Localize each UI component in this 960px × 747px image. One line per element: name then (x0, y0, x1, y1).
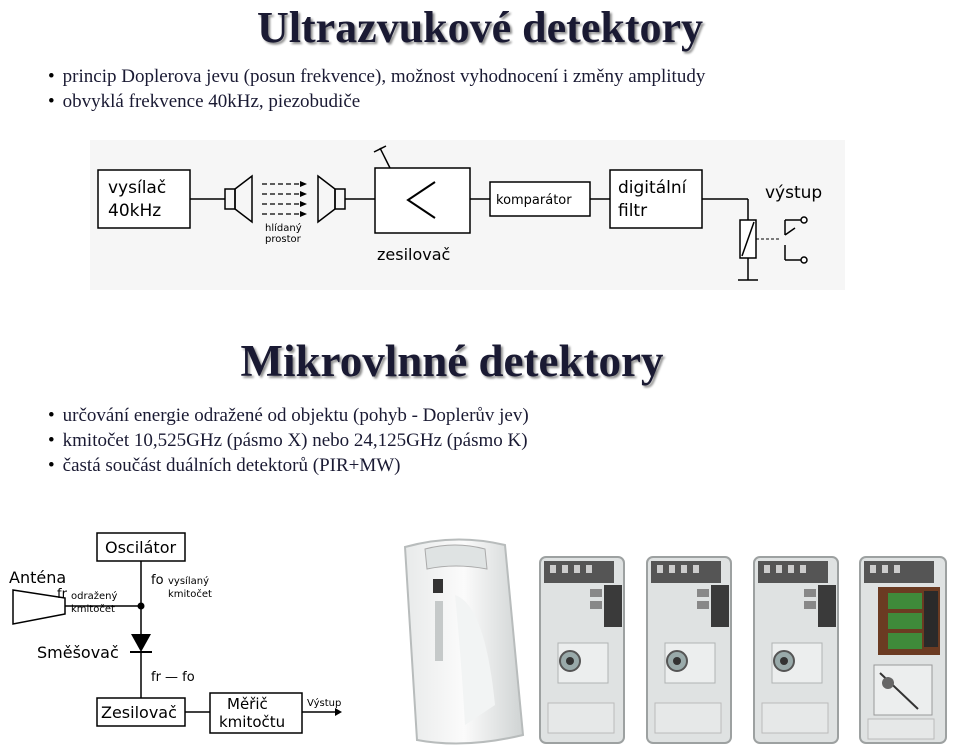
reflected-freq-label-1: odražený (71, 590, 117, 602)
bullet-item: určování energie odražené od objektu (po… (48, 403, 529, 428)
amplifier-box (374, 167, 471, 234)
microwave-block-diagram: Oscilátor Anténa fr odražený kmitočet fo… (9, 532, 342, 734)
digital-filter-label-2: filtr (618, 201, 647, 221)
sent-freq-label-2: kmitočet (168, 588, 212, 600)
transmitter-label-1: vysílač (108, 178, 166, 198)
title-microwave-detectors: Mikrovlnné detektory (240, 336, 664, 386)
title-ultrasonic-detectors: Ultrazvukové detektory (256, 3, 703, 52)
meter-label-2: kmitočtu (219, 713, 285, 731)
frequency-meter-box (209, 692, 303, 734)
bullet-item: obvyklá frekvence 40kHz, piezobudiče (48, 89, 705, 114)
microwave-bullet-list: určování energie odražené od objektu (po… (48, 403, 529, 478)
microwave-detector-housing-image (403, 538, 525, 745)
output-contacts-icon (784, 216, 808, 264)
detector-board-image-2 (646, 556, 732, 744)
reflected-freq-label-2: kmitočet (71, 603, 115, 615)
ultrasonic-block-diagram: vysílač 40kHz hlídaný prostor zesilovač … (90, 140, 845, 290)
bullet-item: kmitočet 10,525GHz (pásmo X) nebo 24,125… (48, 428, 529, 453)
speaker-icon (224, 174, 253, 224)
ultrasonic-bullet-list: princip Doplerova jevu (posun frekvence)… (48, 64, 706, 114)
amplifier-box (96, 697, 186, 727)
comparator-label: komparátor (496, 193, 572, 208)
output-label: Výstup (307, 697, 341, 709)
detector-board-image-3 (753, 556, 839, 744)
sent-freq-label-1: vysílaný (168, 575, 209, 587)
meter-label-1: Měřič (227, 695, 268, 713)
difference-label: fr — fo (151, 670, 195, 685)
mixer-label: Směšovač (37, 643, 119, 662)
digital-filter-box (609, 169, 703, 229)
detector-board-image-1 (539, 556, 625, 744)
output-label: výstup (765, 183, 822, 203)
bullet-item: princip Doplerova jevu (posun frekvence)… (48, 64, 706, 89)
f0-symbol: fo (151, 573, 164, 588)
transmitter-label-2: 40kHz (108, 201, 161, 221)
guarded-space-label-1: hlídaný (265, 222, 302, 234)
transmitter-box (97, 169, 191, 229)
digital-filter-label-1: digitální (618, 178, 688, 198)
relay-icon (738, 219, 758, 281)
diode-icon (130, 634, 152, 653)
antenna-label: Anténa (9, 568, 66, 587)
detector-board-image-4 (859, 556, 947, 744)
fr-symbol: fr (57, 587, 68, 602)
antenna-icon (12, 589, 66, 625)
bullet-item: častá součást duálních detektorů (PIR+MW… (48, 453, 529, 478)
comparator-box (489, 181, 591, 217)
oscillator-box (96, 532, 186, 562)
oscillator-label: Oscilátor (105, 538, 176, 557)
amplifier-label: zesilovač (377, 245, 450, 264)
amplifier-label: Zesilovač (101, 703, 177, 722)
guarded-space-label-2: prostor (265, 234, 302, 245)
